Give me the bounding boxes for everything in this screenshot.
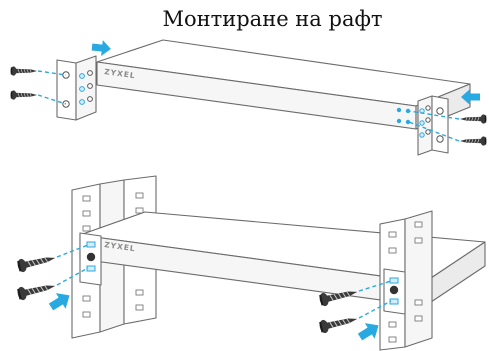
rail-square-hole bbox=[388, 231, 397, 238]
bottom-illustration: ZYXEL bbox=[15, 175, 486, 351]
brand-logo: ZYXEL bbox=[104, 67, 136, 80]
screw-guide-line bbox=[37, 94, 67, 105]
bracket-hole bbox=[425, 105, 431, 111]
bracket-hole bbox=[419, 132, 425, 138]
bracket-hole bbox=[86, 241, 96, 248]
bracket-hole bbox=[87, 96, 93, 102]
bracket-hole bbox=[79, 86, 85, 92]
bracket-hole bbox=[79, 99, 85, 105]
screw bbox=[15, 278, 58, 302]
device-screw-hole bbox=[405, 108, 411, 114]
screw-guide-line bbox=[408, 121, 460, 142]
screw bbox=[459, 135, 487, 147]
direction-arrow bbox=[355, 317, 384, 345]
device-screw-hole bbox=[405, 119, 411, 125]
right-rack-bracket bbox=[417, 95, 449, 156]
left-rack-bracket bbox=[56, 55, 97, 121]
bracket-hole bbox=[419, 120, 425, 126]
device-screw-hole bbox=[396, 107, 402, 113]
page-title: Монтиране на рафт bbox=[162, 7, 383, 31]
bracket-hole bbox=[79, 73, 85, 79]
left-bracket-ear bbox=[79, 232, 102, 286]
bracket-hole bbox=[436, 107, 444, 115]
bracket-screw-dot bbox=[389, 285, 399, 295]
direction-arrow bbox=[91, 39, 112, 57]
bracket-flange bbox=[75, 55, 97, 121]
rail-square-hole bbox=[414, 221, 423, 228]
rail-square-hole bbox=[82, 225, 91, 232]
rail-square-hole bbox=[82, 195, 91, 202]
screw bbox=[459, 113, 487, 125]
direction-arrow bbox=[46, 287, 75, 315]
rail-square-hole bbox=[414, 237, 423, 244]
screw-guide-line bbox=[408, 110, 460, 120]
rail-square-hole bbox=[135, 289, 144, 296]
brand-logo: ZYXEL bbox=[104, 240, 136, 253]
screw bbox=[15, 250, 58, 274]
bracket-hole bbox=[87, 70, 93, 76]
rail-square-hole bbox=[82, 295, 91, 302]
rail-side bbox=[404, 210, 433, 348]
rail-square-hole bbox=[414, 299, 423, 306]
rail-square-hole bbox=[388, 321, 397, 328]
bracket-hole bbox=[436, 135, 444, 143]
bracket-ear bbox=[431, 95, 449, 154]
bracket-hole bbox=[425, 117, 431, 123]
rail-square-hole bbox=[82, 210, 91, 217]
screw-guide-line bbox=[37, 70, 67, 76]
bracket-ear bbox=[56, 59, 77, 121]
screw bbox=[317, 311, 360, 335]
bracket-hole bbox=[389, 277, 399, 284]
top-illustration: ZYXEL bbox=[10, 39, 487, 156]
screw bbox=[10, 89, 38, 101]
rail-square-hole bbox=[388, 336, 397, 343]
screw bbox=[10, 65, 38, 77]
bracket-hole bbox=[86, 265, 96, 272]
screw-guide-line bbox=[358, 280, 392, 292]
right-bracket-ear bbox=[383, 268, 406, 315]
screw-guide-line bbox=[358, 300, 392, 319]
screw-guide-line bbox=[56, 267, 89, 286]
rail-square-hole bbox=[135, 192, 144, 199]
device-screw-hole bbox=[396, 118, 402, 124]
rail-square-hole bbox=[82, 311, 91, 318]
rail-square-hole bbox=[388, 247, 397, 254]
rail-square-hole bbox=[135, 207, 144, 214]
bracket-flange bbox=[417, 95, 433, 156]
bracket-hole bbox=[425, 129, 431, 135]
switch-device: ZYXEL bbox=[96, 39, 471, 130]
rail-square-hole bbox=[135, 304, 144, 311]
rail-square-hole bbox=[414, 315, 423, 322]
screw-guide-line bbox=[56, 244, 89, 258]
bracket-hole bbox=[87, 83, 93, 89]
bracket-screw-dot bbox=[86, 252, 96, 262]
